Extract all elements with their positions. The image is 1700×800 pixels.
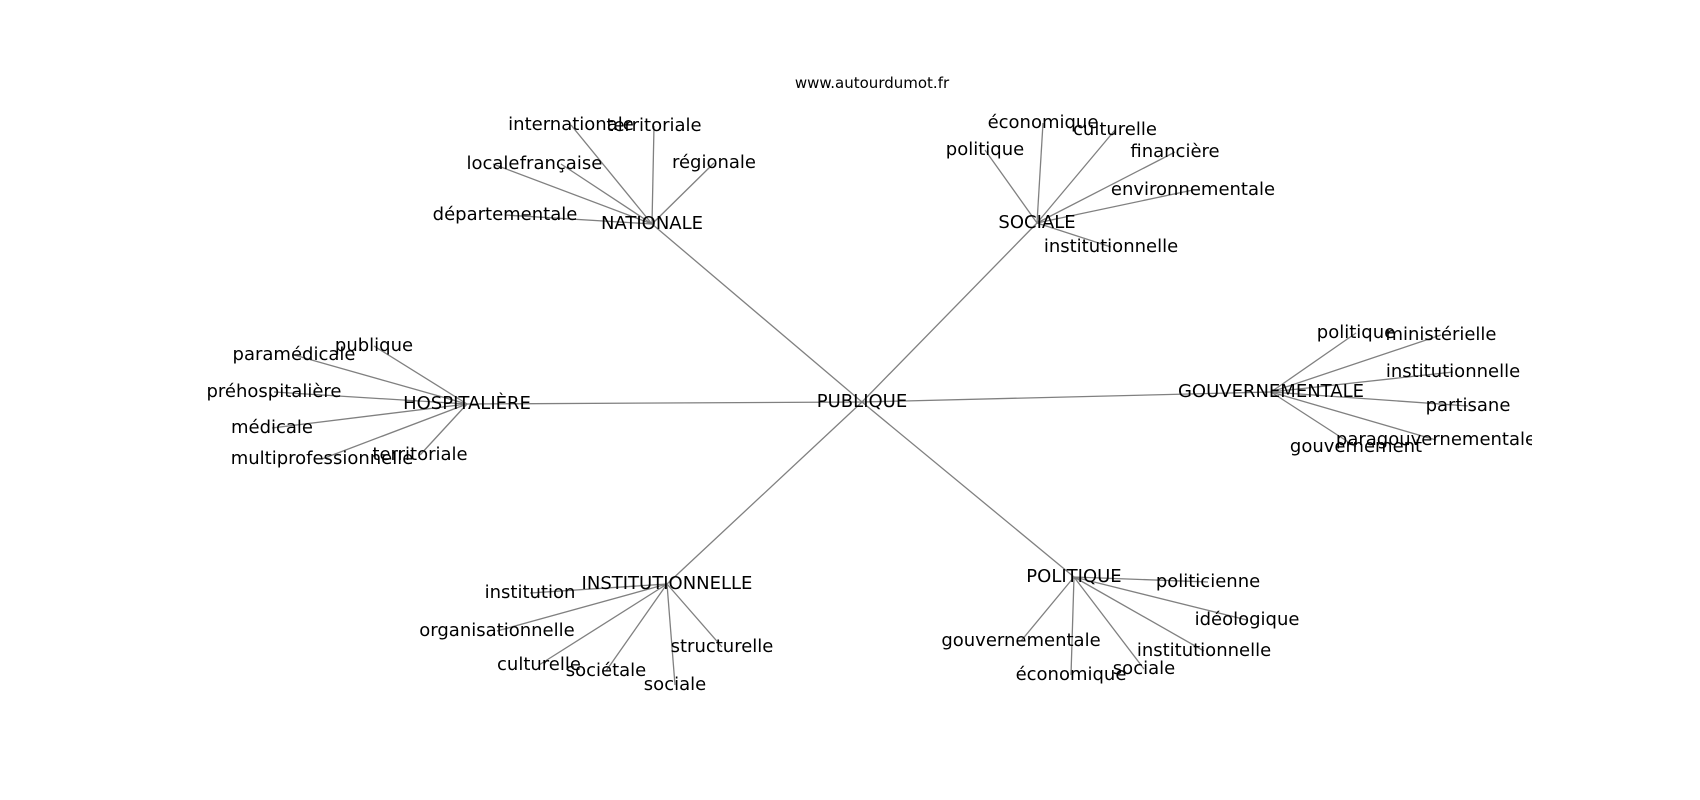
edge-sociale-leaf-4 xyxy=(1036,189,1194,224)
edge-hospitaliere-leaf-5 xyxy=(419,403,468,456)
edge-institutionnelle-leaf-3 xyxy=(605,583,668,672)
edge-nationale-leaf-3 xyxy=(492,163,653,225)
edge-gouvernementale-leaf-4 xyxy=(1270,391,1437,441)
edge-politique-leaf-2 xyxy=(1020,576,1075,642)
leaf-node-nationale-4: régionale xyxy=(672,152,756,173)
edges xyxy=(271,122,1469,686)
edge-nationale-leaf-0 xyxy=(570,124,653,225)
leaf-node-politique-3: institutionnelle xyxy=(1137,640,1271,661)
edge-hospitaliere-leaf-4 xyxy=(321,403,468,460)
cluster-node-sociale: SOCIALE xyxy=(998,212,1075,233)
leaf-node-nationale-1: territoriale xyxy=(606,115,701,136)
leaf-node-hospitaliere-1: paramédicale xyxy=(233,344,356,365)
edge-nationale-leaf-4 xyxy=(651,162,715,225)
leaf-node-gouvernementale-4: paragouvernementale xyxy=(1336,429,1536,450)
leaf-node-sociale-5: institutionnelle xyxy=(1044,236,1178,257)
edge-hospitaliere-leaf-2 xyxy=(273,391,468,405)
leaf-node-hospitaliere-2: préhospitalière xyxy=(207,381,342,402)
leaf-node-politique-5: sociale xyxy=(1113,658,1175,679)
edge-center-politique xyxy=(861,401,1075,578)
cluster-node-nationale: NATIONALE xyxy=(601,213,703,234)
leaf-node-politique-0: politicienne xyxy=(1156,571,1260,592)
edge-sociale-leaf-3 xyxy=(1036,151,1176,224)
edge-institutionnelle-leaf-2 xyxy=(538,583,668,666)
leaf-node-gouvernementale-2: institutionnelle xyxy=(1386,361,1520,382)
edge-hospitaliere-leaf-0 xyxy=(373,345,468,405)
edge-institutionnelle-leaf-1 xyxy=(496,583,668,632)
edge-nationale-leaf-5 xyxy=(504,214,653,225)
edge-institutionnelle-leaf-5 xyxy=(666,583,676,686)
leaf-node-politique-4: économique xyxy=(1016,664,1127,685)
leaf-node-institutionnelle-5: sociale xyxy=(644,674,706,695)
edge-politique-leaf-5 xyxy=(1073,576,1145,670)
edge-politique-leaf-4 xyxy=(1070,576,1075,676)
leaf-node-hospitaliere-4: multiprofessionnelle xyxy=(231,448,414,469)
edge-politique-leaf-0 xyxy=(1073,576,1209,583)
leaf-node-institutionnelle-1: organisationnelle xyxy=(419,620,574,641)
leaf-node-sociale-1: culturelle xyxy=(1073,119,1157,140)
center-node-label: PUBLIQUE xyxy=(817,391,907,412)
edge-institutionnelle-leaf-0 xyxy=(529,583,668,594)
leaf-node-gouvernementale-1: ministérielle xyxy=(1385,324,1496,345)
edge-center-institutionnelle xyxy=(666,401,863,585)
node-labels: PUBLIQUENATIONALEinternationaleterritori… xyxy=(207,112,1536,695)
leaf-node-nationale-3: locale xyxy=(466,153,519,174)
leaf-node-institutionnelle-0: institution xyxy=(485,582,576,603)
edge-sociale-leaf-1 xyxy=(1036,129,1116,224)
leaf-node-politique-1: idéologique xyxy=(1195,609,1300,630)
cluster-node-politique: POLITIQUE xyxy=(1026,566,1121,587)
edge-sociale-leaf-0 xyxy=(1036,122,1044,224)
leaf-node-sociale-3: financière xyxy=(1130,141,1219,162)
leaf-node-hospitaliere-5: territoriale xyxy=(372,444,467,465)
leaf-node-sociale-4: environnementale xyxy=(1111,179,1275,200)
edge-gouvernementale-leaf-2 xyxy=(1270,371,1454,393)
leaf-node-nationale-0: internationale xyxy=(508,114,634,135)
leaf-node-sociale-0: économique xyxy=(988,112,1099,133)
edge-sociale-leaf-2 xyxy=(984,149,1038,224)
cluster-node-institutionnelle: INSTITUTIONNELLE xyxy=(582,573,753,594)
leaf-node-institutionnelle-2: culturelle xyxy=(497,654,581,675)
edge-center-hospitaliere xyxy=(466,401,863,405)
edge-gouvernementale-leaf-0 xyxy=(1270,332,1357,393)
edge-gouvernementale-leaf-5 xyxy=(1270,391,1357,448)
leaf-node-gouvernementale-5: gouvernement xyxy=(1290,436,1422,457)
edge-gouvernementale-leaf-3 xyxy=(1270,391,1469,407)
leaf-node-hospitaliere-3: médicale xyxy=(231,417,313,438)
leaf-node-nationale-5: départementale xyxy=(433,204,578,225)
edge-gouvernementale-leaf-1 xyxy=(1270,334,1442,393)
edge-institutionnelle-leaf-4 xyxy=(666,583,723,648)
leaf-node-sociale-2: politique xyxy=(946,139,1024,160)
edge-center-gouvernementale xyxy=(861,391,1272,403)
edge-nationale-leaf-2 xyxy=(560,163,653,225)
leaf-node-gouvernementale-3: partisane xyxy=(1426,395,1511,416)
edge-hospitaliere-leaf-3 xyxy=(271,403,468,429)
leaf-node-politique-2: gouvernementale xyxy=(941,630,1100,651)
edge-sociale-leaf-5 xyxy=(1036,222,1112,248)
edge-politique-leaf-3 xyxy=(1073,576,1205,652)
leaf-node-nationale-2: française xyxy=(520,153,603,174)
edge-center-sociale xyxy=(861,222,1038,403)
edge-politique-leaf-1 xyxy=(1073,576,1248,621)
edge-hospitaliere-leaf-1 xyxy=(293,354,468,405)
leaf-node-gouvernementale-0: politique xyxy=(1317,322,1395,343)
edge-center-nationale xyxy=(651,223,863,403)
leaf-node-institutionnelle-3: sociétale xyxy=(566,660,647,681)
leaf-node-hospitaliere-0: publique xyxy=(335,335,413,356)
cluster-node-hospitaliere: HOSPITALIÈRE xyxy=(403,392,531,414)
edge-nationale-leaf-1 xyxy=(651,125,655,225)
leaf-node-institutionnelle-4: structurelle xyxy=(671,636,774,657)
watermark: www.autourdumot.fr xyxy=(795,74,950,92)
cluster-node-gouvernementale: GOUVERNEMENTALE xyxy=(1178,381,1364,402)
